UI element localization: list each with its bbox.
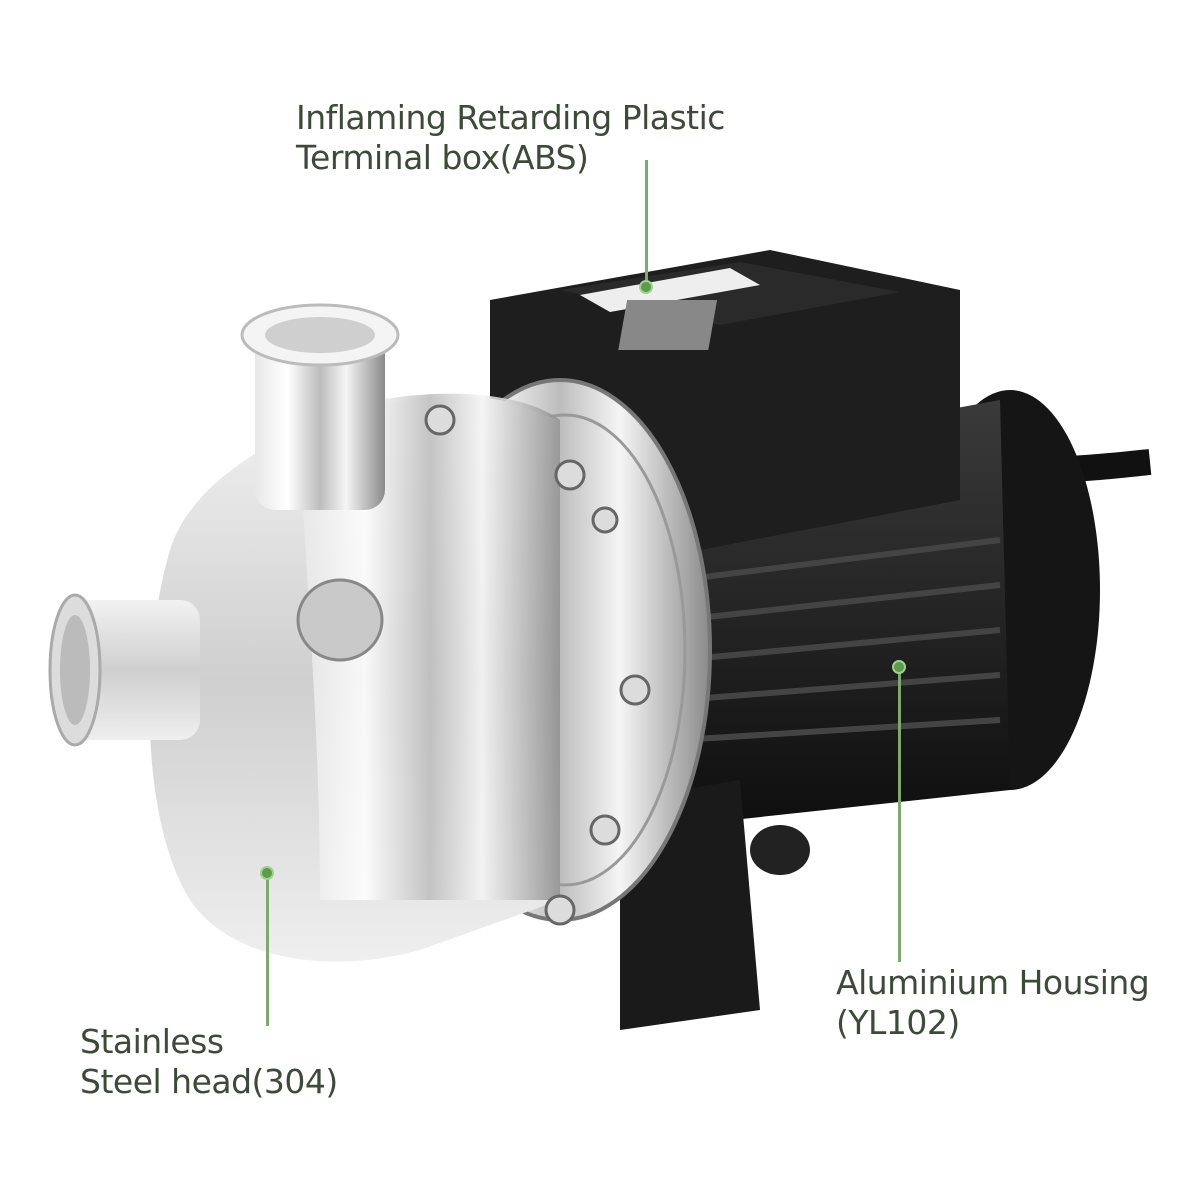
callout-terminal-box-line2: Terminal box(ABS) xyxy=(296,138,589,177)
callout-head: Stainless Steel head(304) xyxy=(80,1022,338,1102)
callout-dot-housing xyxy=(892,660,906,674)
callout-housing: Aluminium Housing (YL102) xyxy=(836,963,1150,1043)
leader-line-housing xyxy=(898,672,901,962)
callout-terminal-box-line1: Inflaming Retarding Plastic xyxy=(296,98,725,137)
callout-dot-terminal-box xyxy=(639,280,653,294)
callout-housing-line1: Aluminium Housing xyxy=(836,963,1150,1002)
callout-head-line2: Steel head(304) xyxy=(80,1062,338,1101)
callout-head-line1: Stainless xyxy=(80,1022,224,1061)
callout-housing-line2: (YL102) xyxy=(836,1003,960,1042)
leader-line-terminal-box xyxy=(645,160,648,285)
leader-line-head xyxy=(266,876,269,1026)
callout-terminal-box: Inflaming Retarding Plastic Terminal box… xyxy=(296,98,725,178)
callout-dot-head xyxy=(260,866,274,880)
